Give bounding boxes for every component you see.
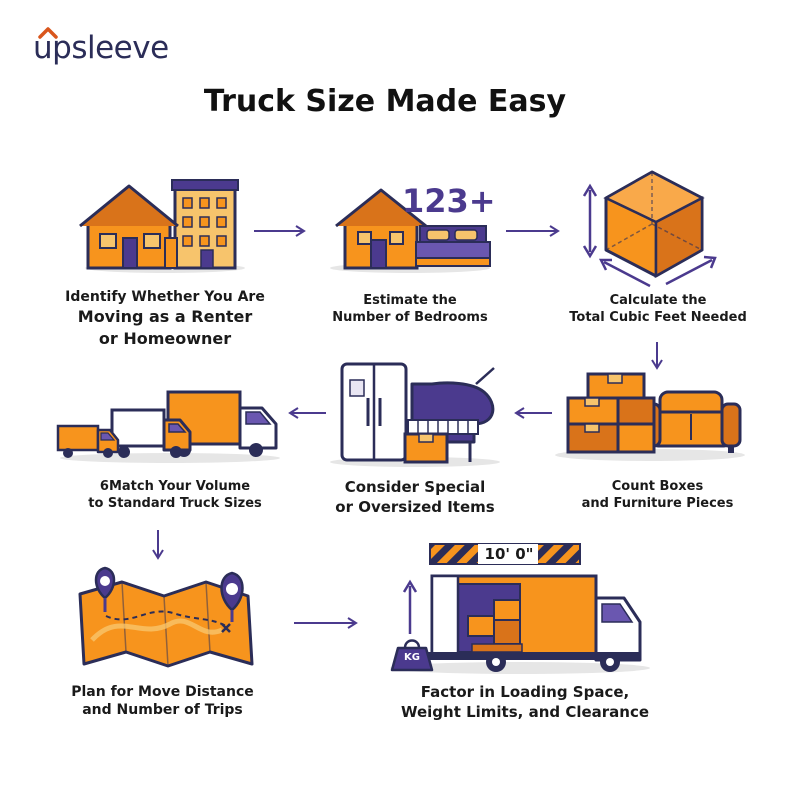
logo-roof-icon — [38, 27, 58, 39]
step-renter-homeowner-caption: Identify Whether You Are Moving as a Ren… — [65, 289, 265, 348]
page-title: Truck Size Made Easy — [203, 84, 567, 119]
weight-kg-label: KG — [404, 652, 420, 663]
bedroom-count-badge: 123+ — [402, 182, 496, 220]
clearance-height-label: 10' 0" — [484, 545, 534, 563]
step-bedrooms-caption: Estimate the Number of Bedrooms — [332, 293, 488, 326]
step-count-boxes-caption: Count Boxes and Furniture Pieces — [581, 479, 734, 512]
brand-logo[interactable]: upsleeve — [33, 30, 169, 66]
step-move-distance-caption: Plan for Move Distance and Number of Tri… — [71, 684, 254, 719]
step-oversized-items-caption: Consider Special or Oversized Items — [335, 478, 495, 516]
step-match-truck-caption: 6Match Your Volume to Standard Truck Siz… — [88, 479, 262, 512]
step-cubic-feet-caption: Calculate the Total Cubic Feet Needed — [569, 293, 747, 326]
step-loading-clearance-caption: Factor in Loading Space, Weight Limits, … — [400, 683, 650, 721]
